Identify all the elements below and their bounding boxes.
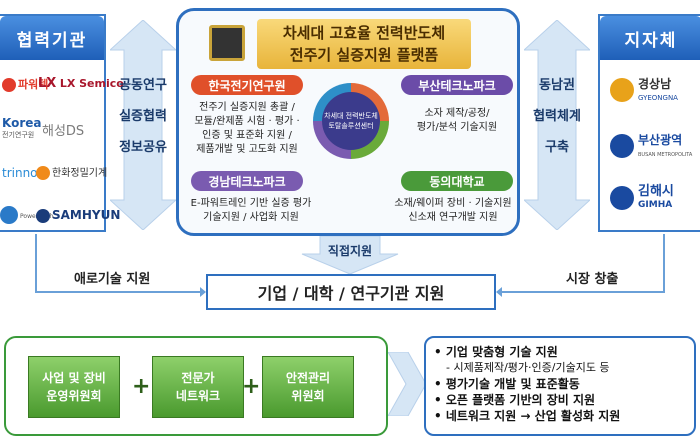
center-platform-panel: 차세대 고효율 전력반도체 전주기 실증지원 플랫폼 한국전기연구원 부산테크노… — [176, 8, 520, 236]
right-arrow-line-1: 동남권 — [539, 78, 575, 93]
platform-title: 차세대 고효율 전력반도체 전주기 실증지원 플랫폼 — [257, 19, 471, 69]
right-arrow-line-2: 협력체계 — [533, 109, 581, 124]
pill-dongeui-univ: 동의대학교 — [401, 171, 513, 191]
left-arrow-line-3: 정보공유 — [119, 140, 167, 155]
pill-busan-tp: 부산테크노파크 — [401, 75, 513, 95]
support-sub-item: - 시제품제작/평가·인증/기술지도 등 — [446, 361, 610, 374]
logo-powertec: 파워텍 — [2, 76, 48, 92]
logo-haesung-ds: 해성DS — [42, 124, 85, 139]
busan-tp-description: 소자 제작/공정/ 평가/분석 기술지원 — [416, 108, 498, 133]
pill-keri: 한국전기연구원 — [191, 75, 303, 95]
flow-lines — [35, 234, 665, 297]
dongeui-univ-description: 소재/웨이퍼 장비 · 기술지원 신소재 연구개발 지원 — [394, 198, 512, 223]
keri-description: 전주기 실증지원 총괄 / 모듈/완제품 시험 · 평가 · 인증 및 표준화 … — [194, 102, 300, 155]
direct-support-arrow — [301, 236, 399, 274]
local-government-title: 지자체 — [600, 16, 700, 60]
left-arrow-line-2: 실증협력 — [119, 109, 167, 124]
plus-icon: + — [132, 374, 151, 399]
partner-institutions-title: 협력기관 — [0, 16, 104, 60]
support-item: • 평가기술 개발 및 표준활동 — [434, 377, 580, 391]
main-support-box: 기업 / 대학 / 연구기관 지원 — [206, 274, 496, 310]
logo-lx-semicon: LX LX Semicon — [38, 76, 132, 91]
left-double-arrow — [110, 20, 176, 230]
center-ring-label: 차세대 전력반도체 토탈솔루션센터 — [322, 92, 380, 150]
support-item: • 기업 맞춤형 기술 지원 — [434, 345, 558, 359]
support-item: • 오픈 플랫폼 기반의 장비 지원 — [434, 393, 596, 407]
chip-icon — [209, 25, 245, 61]
right-arrow-line-3: 구축 — [545, 140, 569, 155]
platform-title-line-1: 차세대 고효율 전력반도체 — [282, 24, 446, 42]
bottom-arrow — [388, 352, 426, 416]
support-list-panel: • 기업 맞춤형 기술 지원 - 시제품제작/평가·인증/기술지도 등 • 평가… — [424, 336, 696, 436]
center-ring: 차세대 전력반도체 토탈솔루션센터 — [313, 83, 389, 159]
logo-trinno: trinno — [2, 166, 38, 180]
plus-icon: + — [242, 374, 261, 399]
logo-hanwha: 한화정밀기계 — [36, 164, 107, 180]
direct-support-label: 직접지원 — [327, 244, 373, 258]
left-arrow-line-1: 공동연구 — [119, 78, 167, 93]
support-item: • 네트워크 지원 → 산업 활성화 지원 — [434, 409, 621, 423]
pill-gyeongnam-tp: 경남테크노파크 — [191, 171, 303, 191]
platform-title-line-2: 전주기 실증지원 플랫폼 — [289, 46, 439, 64]
right-flow-label: 시장 창출 — [566, 272, 619, 287]
logo-samhyun: SAMHYUN — [36, 208, 120, 223]
right-double-arrow — [524, 20, 590, 230]
left-flow-label: 애로기술 지원 — [74, 272, 151, 287]
right-arrow-labels: 동남권 협력체계 구축 — [524, 74, 590, 155]
left-arrow-labels: 공동연구 실증협력 정보공유 — [110, 74, 176, 155]
gyeongnam-tp-description: E-파워트레인 기반 실증 평가 기술지원 / 사업화 지원 — [190, 198, 312, 223]
